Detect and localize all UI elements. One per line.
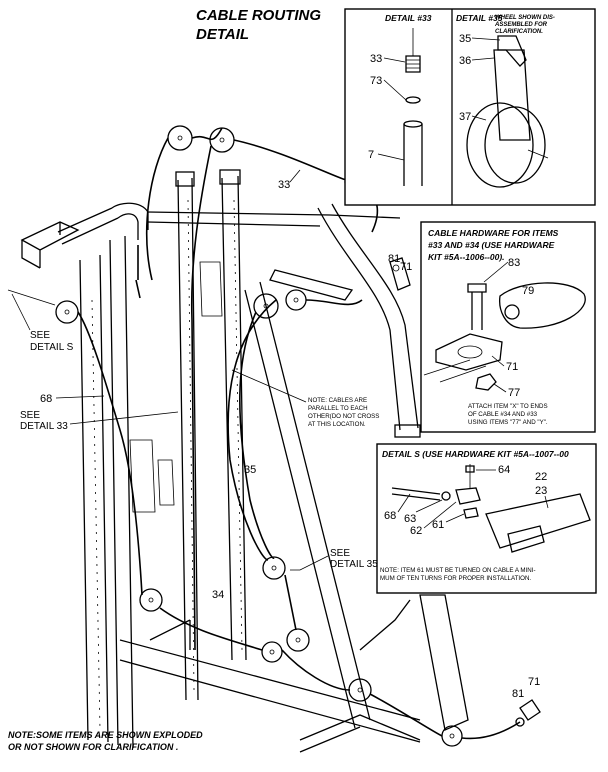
detail-s-note-2: MUM OF TEN TURNS FOR PROPER INSTALLATION… — [380, 575, 531, 582]
detail-s-callout-23: 23 — [535, 485, 547, 497]
detail-33-callout-73: 73 — [370, 75, 382, 87]
detail-35-callout-37: 37 — [459, 111, 471, 123]
hardware-note-2: OF CABLE #34 AND #33 — [468, 411, 538, 418]
detail-s-callout-62: 62 — [410, 525, 422, 537]
hardware-parts — [389, 257, 541, 727]
detail-35-header: DETAIL #35 — [456, 13, 503, 23]
hardware-callout-71: 71 — [506, 361, 518, 373]
callout-33: 33 — [278, 179, 290, 191]
callout-81-top: 81 — [388, 253, 400, 265]
detail-s-header: DETAIL S (USE HARDWARE KIT #5A--1007--00 — [382, 449, 569, 459]
see-detail-33-1: SEE — [20, 410, 40, 421]
title-line-1: CABLE ROUTING — [196, 7, 321, 24]
callout-34: 34 — [212, 589, 224, 601]
see-detail-33-2: DETAIL 33 — [20, 421, 68, 432]
detail-s-callout-68: 68 — [384, 510, 396, 522]
detail-s-callout-63: 63 — [404, 513, 416, 525]
cable-note-1: NOTE: CABLES ARE — [308, 397, 367, 404]
see-detail-35-2: DETAIL 35 — [330, 559, 378, 570]
cable-note-3: OTHER(DO NOT CROSS — [308, 413, 379, 420]
detail-33-35-box: DETAIL #33 DETAIL #35 WHEEL SHOWN DIS- A… — [344, 8, 596, 206]
see-detail-35-1: SEE — [330, 548, 350, 559]
cable-note-4: AT THIS LOCATION. — [308, 421, 366, 428]
hardware-note-3: USING ITEMS "77" AND "Y". — [468, 419, 548, 426]
title-line-2: DETAIL — [196, 26, 249, 43]
detail-33-header: DETAIL #33 — [385, 13, 432, 23]
detail-35-sub-2: ASSEMBLED FOR — [494, 22, 548, 28]
callout-71-bottom: 71 — [528, 676, 540, 688]
hardware-header-2: #33 AND #34 (USE HARDWARE — [428, 240, 555, 250]
detail-35-callout-35: 35 — [459, 33, 471, 45]
callout-81-bottom: 81 — [512, 688, 524, 700]
detail-s-callout-61: 61 — [432, 519, 444, 531]
bottom-note-2: OR NOT SHOWN FOR CLARIFICATION . — [8, 742, 178, 752]
see-detail-s-2: DETAIL S — [30, 342, 74, 353]
see-detail-s-1: SEE — [30, 330, 50, 341]
detail-s-box: DETAIL S (USE HARDWARE KIT #5A--1007--00… — [376, 443, 597, 594]
detail-s-callout-22: 22 — [535, 471, 547, 483]
cable-note-2: PARALLEL TO EACH — [308, 405, 368, 412]
bottom-note-1: NOTE:SOME ITEMS ARE SHOWN EXPLODED — [8, 730, 203, 740]
detail-35-sub-3: CLARIFICATION. — [495, 29, 543, 35]
hardware-header-3: KIT #5A--1006--00). — [428, 252, 505, 262]
main-callouts: 33 81 71 68 35 34 81 71 SEE DETAIL S SEE… — [8, 169, 540, 752]
hardware-callout-77: 77 — [508, 387, 520, 399]
cable-hardware-box: CABLE HARDWARE FOR ITEMS #33 AND #34 (US… — [420, 221, 596, 433]
callout-35: 35 — [244, 464, 256, 476]
detail-35-sub-1: WHEEL SHOWN DIS- — [495, 15, 555, 21]
hardware-callout-83: 83 — [508, 257, 520, 269]
hardware-header-1: CABLE HARDWARE FOR ITEMS — [428, 228, 559, 238]
detail-35-callout-36: 36 — [459, 55, 471, 67]
detail-33-callout-7: 7 — [368, 149, 374, 161]
callout-71-top: 71 — [400, 261, 412, 273]
hardware-callout-79: 79 — [522, 285, 534, 297]
detail-33-callout-33: 33 — [370, 53, 382, 65]
hardware-note-1: ATTACH ITEM "X" TO ENDS — [468, 403, 548, 410]
detail-s-callout-64: 64 — [498, 464, 510, 476]
cables — [77, 127, 521, 740]
callout-68: 68 — [40, 393, 52, 405]
detail-s-note-1: NOTE: ITEM 61 MUST BE TURNED ON CABLE A … — [380, 567, 536, 574]
